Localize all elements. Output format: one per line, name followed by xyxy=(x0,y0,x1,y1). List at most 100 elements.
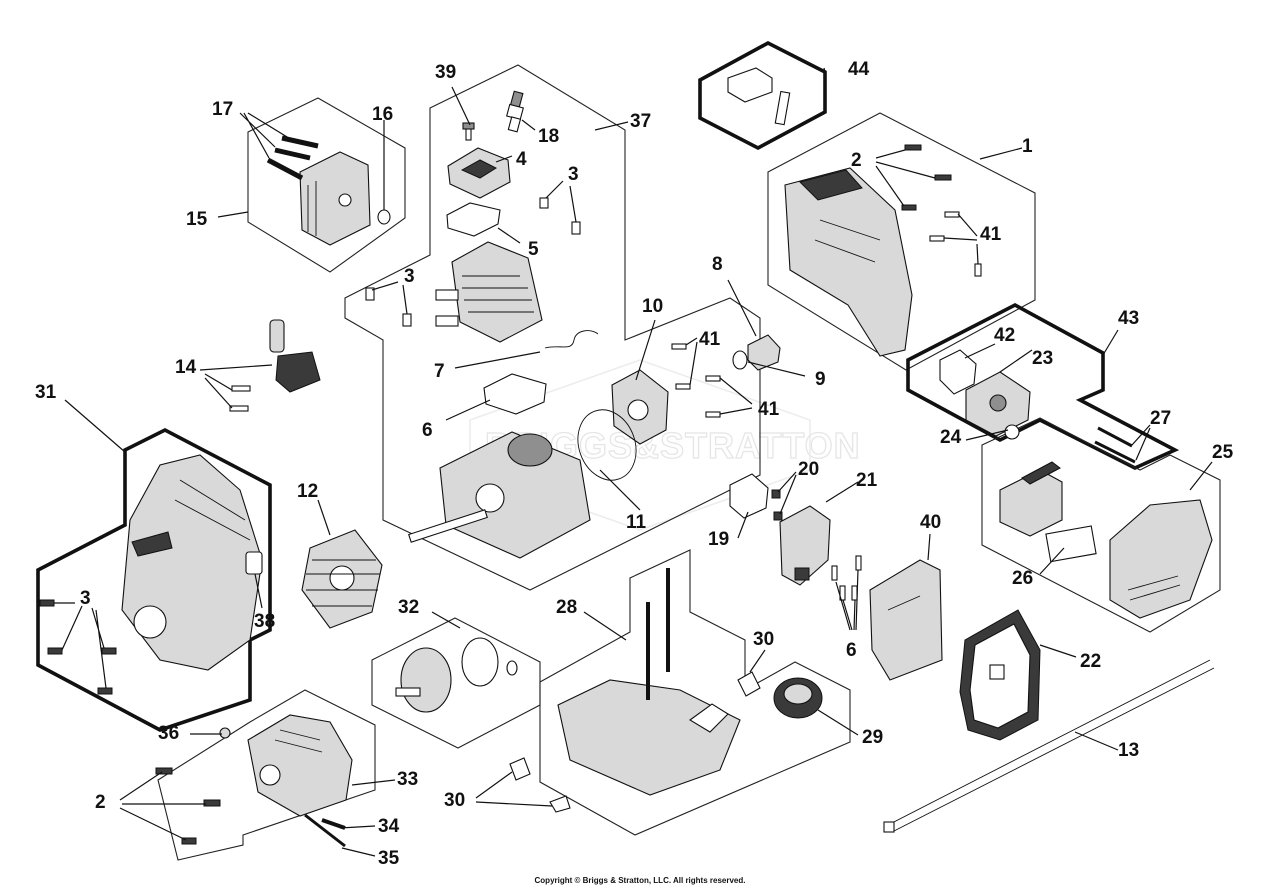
callout-43: 43 xyxy=(1118,308,1139,329)
air-filter-base xyxy=(999,461,1063,537)
box-clutch xyxy=(371,617,541,749)
callout-24: 24 xyxy=(940,427,962,448)
box-air-filter xyxy=(981,417,1221,633)
callout-41-center-top: 41 xyxy=(699,329,721,350)
washer-9 xyxy=(732,350,748,370)
callout-9: 9 xyxy=(815,369,826,390)
grommet-30-bottom2 xyxy=(549,795,571,813)
screws-27 xyxy=(1094,426,1136,464)
box-engine-assembly xyxy=(344,64,761,591)
fuel-cap-29 xyxy=(773,677,823,719)
callout-13: 13 xyxy=(1118,740,1139,761)
screw-39 xyxy=(462,122,475,141)
callout-3-starter: 3 xyxy=(80,588,91,609)
nut-36 xyxy=(219,727,231,739)
callout-23: 23 xyxy=(1032,348,1053,369)
callout-3-engine-left: 3 xyxy=(404,266,415,287)
callout-40: 40 xyxy=(920,512,941,533)
callout-30-top: 30 xyxy=(753,629,774,650)
gasket-42 xyxy=(939,349,977,395)
gasket-6 xyxy=(483,373,547,415)
callout-22: 22 xyxy=(1080,651,1101,672)
bolt-34 xyxy=(321,818,346,830)
bolts-17 xyxy=(266,135,319,181)
callout-30-bottom: 30 xyxy=(444,790,465,811)
callout-27: 27 xyxy=(1150,408,1171,429)
bolt-35 xyxy=(304,813,346,848)
gasket-16 xyxy=(377,209,391,225)
o-ring-11 xyxy=(577,409,637,481)
switch-14 xyxy=(229,319,321,412)
callout-26: 26 xyxy=(1012,568,1033,589)
muffler-15 xyxy=(299,151,371,246)
callout-10: 10 xyxy=(642,296,663,317)
callout-12: 12 xyxy=(297,481,318,502)
callout-2-housing: 2 xyxy=(851,150,862,171)
callout-32: 32 xyxy=(398,597,419,618)
fuel-tank-28 xyxy=(557,568,741,796)
callout-14: 14 xyxy=(175,357,197,378)
callout-31: 31 xyxy=(35,382,57,403)
box-muffler xyxy=(247,97,406,273)
clutch-32 xyxy=(395,637,518,713)
heat-shield-40 xyxy=(869,559,943,681)
ignition-21 xyxy=(779,505,831,586)
callout-11: 11 xyxy=(626,512,647,533)
callout-38: 38 xyxy=(254,611,275,632)
screw-20b xyxy=(773,511,783,521)
callout-5: 5 xyxy=(528,239,539,260)
callout-19: 19 xyxy=(708,529,729,550)
callout-3-engine-top: 3 xyxy=(568,164,579,185)
callout-2-bottom: 2 xyxy=(95,792,106,813)
box-starter xyxy=(36,427,272,732)
callout-37: 37 xyxy=(630,111,651,132)
reed-plate-10 xyxy=(611,369,669,445)
cylinder xyxy=(435,241,543,343)
box-carburetor-kit xyxy=(906,302,1180,470)
screws-41-center xyxy=(671,343,721,418)
engine-housing-1 xyxy=(784,167,913,357)
box-housing xyxy=(767,112,1036,371)
callout-17: 17 xyxy=(212,99,233,120)
grommet-30-bottom xyxy=(509,757,531,781)
screws-2-bottom xyxy=(155,767,221,845)
callout-41-center-bottom: 41 xyxy=(758,399,780,420)
callout-25: 25 xyxy=(1212,442,1234,463)
air-filter-cover-25 xyxy=(1109,499,1213,619)
callout-36: 36 xyxy=(158,723,179,744)
callout-8: 8 xyxy=(712,254,723,275)
gasket-plate-22 xyxy=(959,609,1041,741)
spark-plug-18 xyxy=(506,90,524,133)
callout-39: 39 xyxy=(435,62,456,83)
gasket-5 xyxy=(446,202,501,237)
tuneup-kit-44 xyxy=(727,67,791,126)
callout-20: 20 xyxy=(798,459,819,480)
flywheel-12 xyxy=(301,529,383,629)
callout-6-gasket: 6 xyxy=(422,420,433,441)
callout-41-housing: 41 xyxy=(980,224,1002,245)
callout-29: 29 xyxy=(862,727,883,748)
callouts: 1 2 39 18 37 44 4 3 5 3 7 6 11 10 8 9 41… xyxy=(35,59,1234,869)
callout-21: 21 xyxy=(856,470,878,491)
crankcase xyxy=(408,431,591,559)
cylinder-cover-4 xyxy=(447,147,511,199)
callout-44: 44 xyxy=(848,59,870,80)
screws-41-housing xyxy=(929,211,982,277)
callout-4: 4 xyxy=(516,149,527,170)
callout-33: 33 xyxy=(397,769,418,790)
callout-1: 1 xyxy=(1022,136,1033,157)
starter-31 xyxy=(121,454,263,671)
callout-16: 16 xyxy=(372,104,393,125)
gasket-19 xyxy=(729,473,769,519)
callout-6-screws: 6 xyxy=(846,640,857,661)
intake-8 xyxy=(747,334,781,371)
box-tuneup-kit xyxy=(698,40,827,151)
impulse-hose-7 xyxy=(544,330,599,349)
fan-housing-33 xyxy=(247,714,353,817)
parts xyxy=(39,67,1215,848)
callout-28: 28 xyxy=(556,597,577,618)
callout-15: 15 xyxy=(186,209,208,230)
callout-34: 34 xyxy=(378,816,400,837)
callout-7: 7 xyxy=(434,361,445,382)
box-fan-housing xyxy=(157,689,376,861)
